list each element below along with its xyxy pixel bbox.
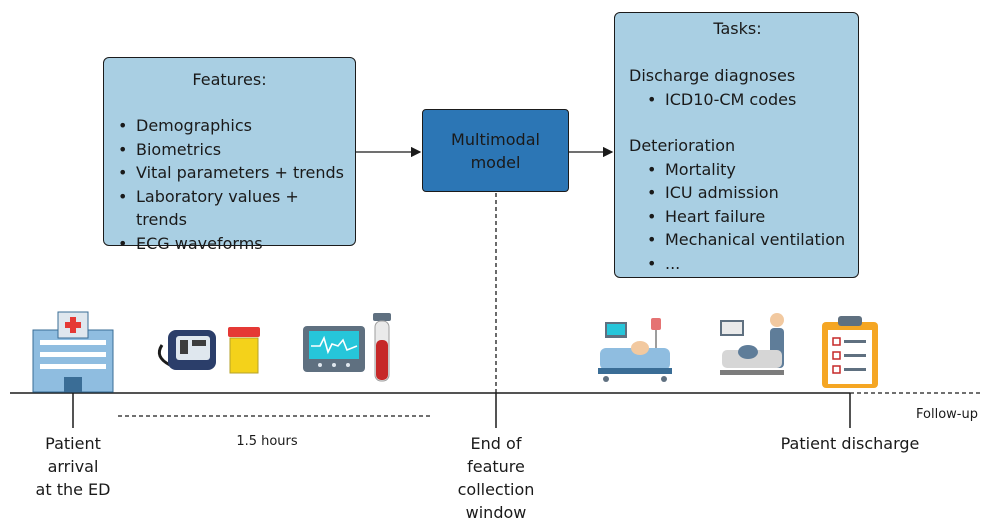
feature-item: ECG waveforms: [114, 232, 345, 256]
window-end-label: End of feature collection window: [436, 432, 556, 524]
feature-item: Vital parameters + trends: [114, 161, 345, 185]
checklist-clipboard-icon: [822, 316, 878, 388]
duration-label: 1.5 hours: [236, 434, 298, 449]
task-item: ICU admission: [643, 181, 846, 205]
feature-item: Demographics: [114, 114, 345, 138]
patient-arrival-label: Patient arrival at the ED: [23, 432, 123, 501]
hospital-icon: [32, 311, 114, 393]
arrival-label-line: Patient: [45, 434, 101, 453]
window-end-label-line: feature: [467, 457, 525, 476]
ecg-monitor-icon: [303, 326, 365, 372]
blood-pressure-monitor-icon: [157, 330, 216, 370]
urine-sample-cup-icon: [228, 327, 260, 374]
window-end-label-line: End of: [470, 434, 522, 453]
patient-discharge-label: Patient discharge: [780, 434, 920, 453]
feature-item: Biometrics: [114, 138, 345, 162]
feature-item: Laboratory values + trends: [114, 185, 345, 232]
task-item: Mechanical ventilation: [643, 228, 846, 252]
model-label-line1: Multimodal: [451, 129, 540, 149]
task-item: ICD10-CM codes: [643, 88, 846, 112]
features-title: Features:: [192, 70, 267, 89]
deterioration-group: Deterioration Mortality ICU admission He…: [629, 134, 846, 275]
model-label-line2: model: [470, 152, 521, 172]
task-item: Heart failure: [643, 205, 846, 229]
multimodal-model-box: Multimodal model: [422, 109, 569, 192]
task-item: ...: [643, 252, 846, 276]
tasks-box: Tasks: Discharge diagnoses ICD10-CM code…: [614, 12, 859, 278]
hospital-bed-patient-icon: [598, 318, 672, 382]
discharge-diagnoses-title: Discharge diagnoses: [629, 66, 796, 85]
follow-up-label: Follow-up: [916, 407, 978, 422]
task-item: Mortality: [643, 158, 846, 182]
discharge-diagnoses-group: Discharge diagnoses ICD10-CM codes: [629, 64, 846, 111]
arrival-label-line: arrival: [47, 457, 99, 476]
blood-test-tube-icon: [373, 313, 391, 382]
features-list: Demographics Biometrics Vital parameters…: [114, 114, 345, 255]
medical-ventilation-icon: [720, 313, 784, 375]
window-end-label-line: collection: [457, 480, 535, 499]
window-end-label-line: window: [465, 503, 527, 522]
tasks-title: Tasks:: [713, 19, 762, 38]
arrival-label-line: at the ED: [35, 480, 111, 499]
features-box: Features: Demographics Biometrics Vital …: [103, 57, 356, 255]
deterioration-title: Deterioration: [629, 136, 736, 155]
